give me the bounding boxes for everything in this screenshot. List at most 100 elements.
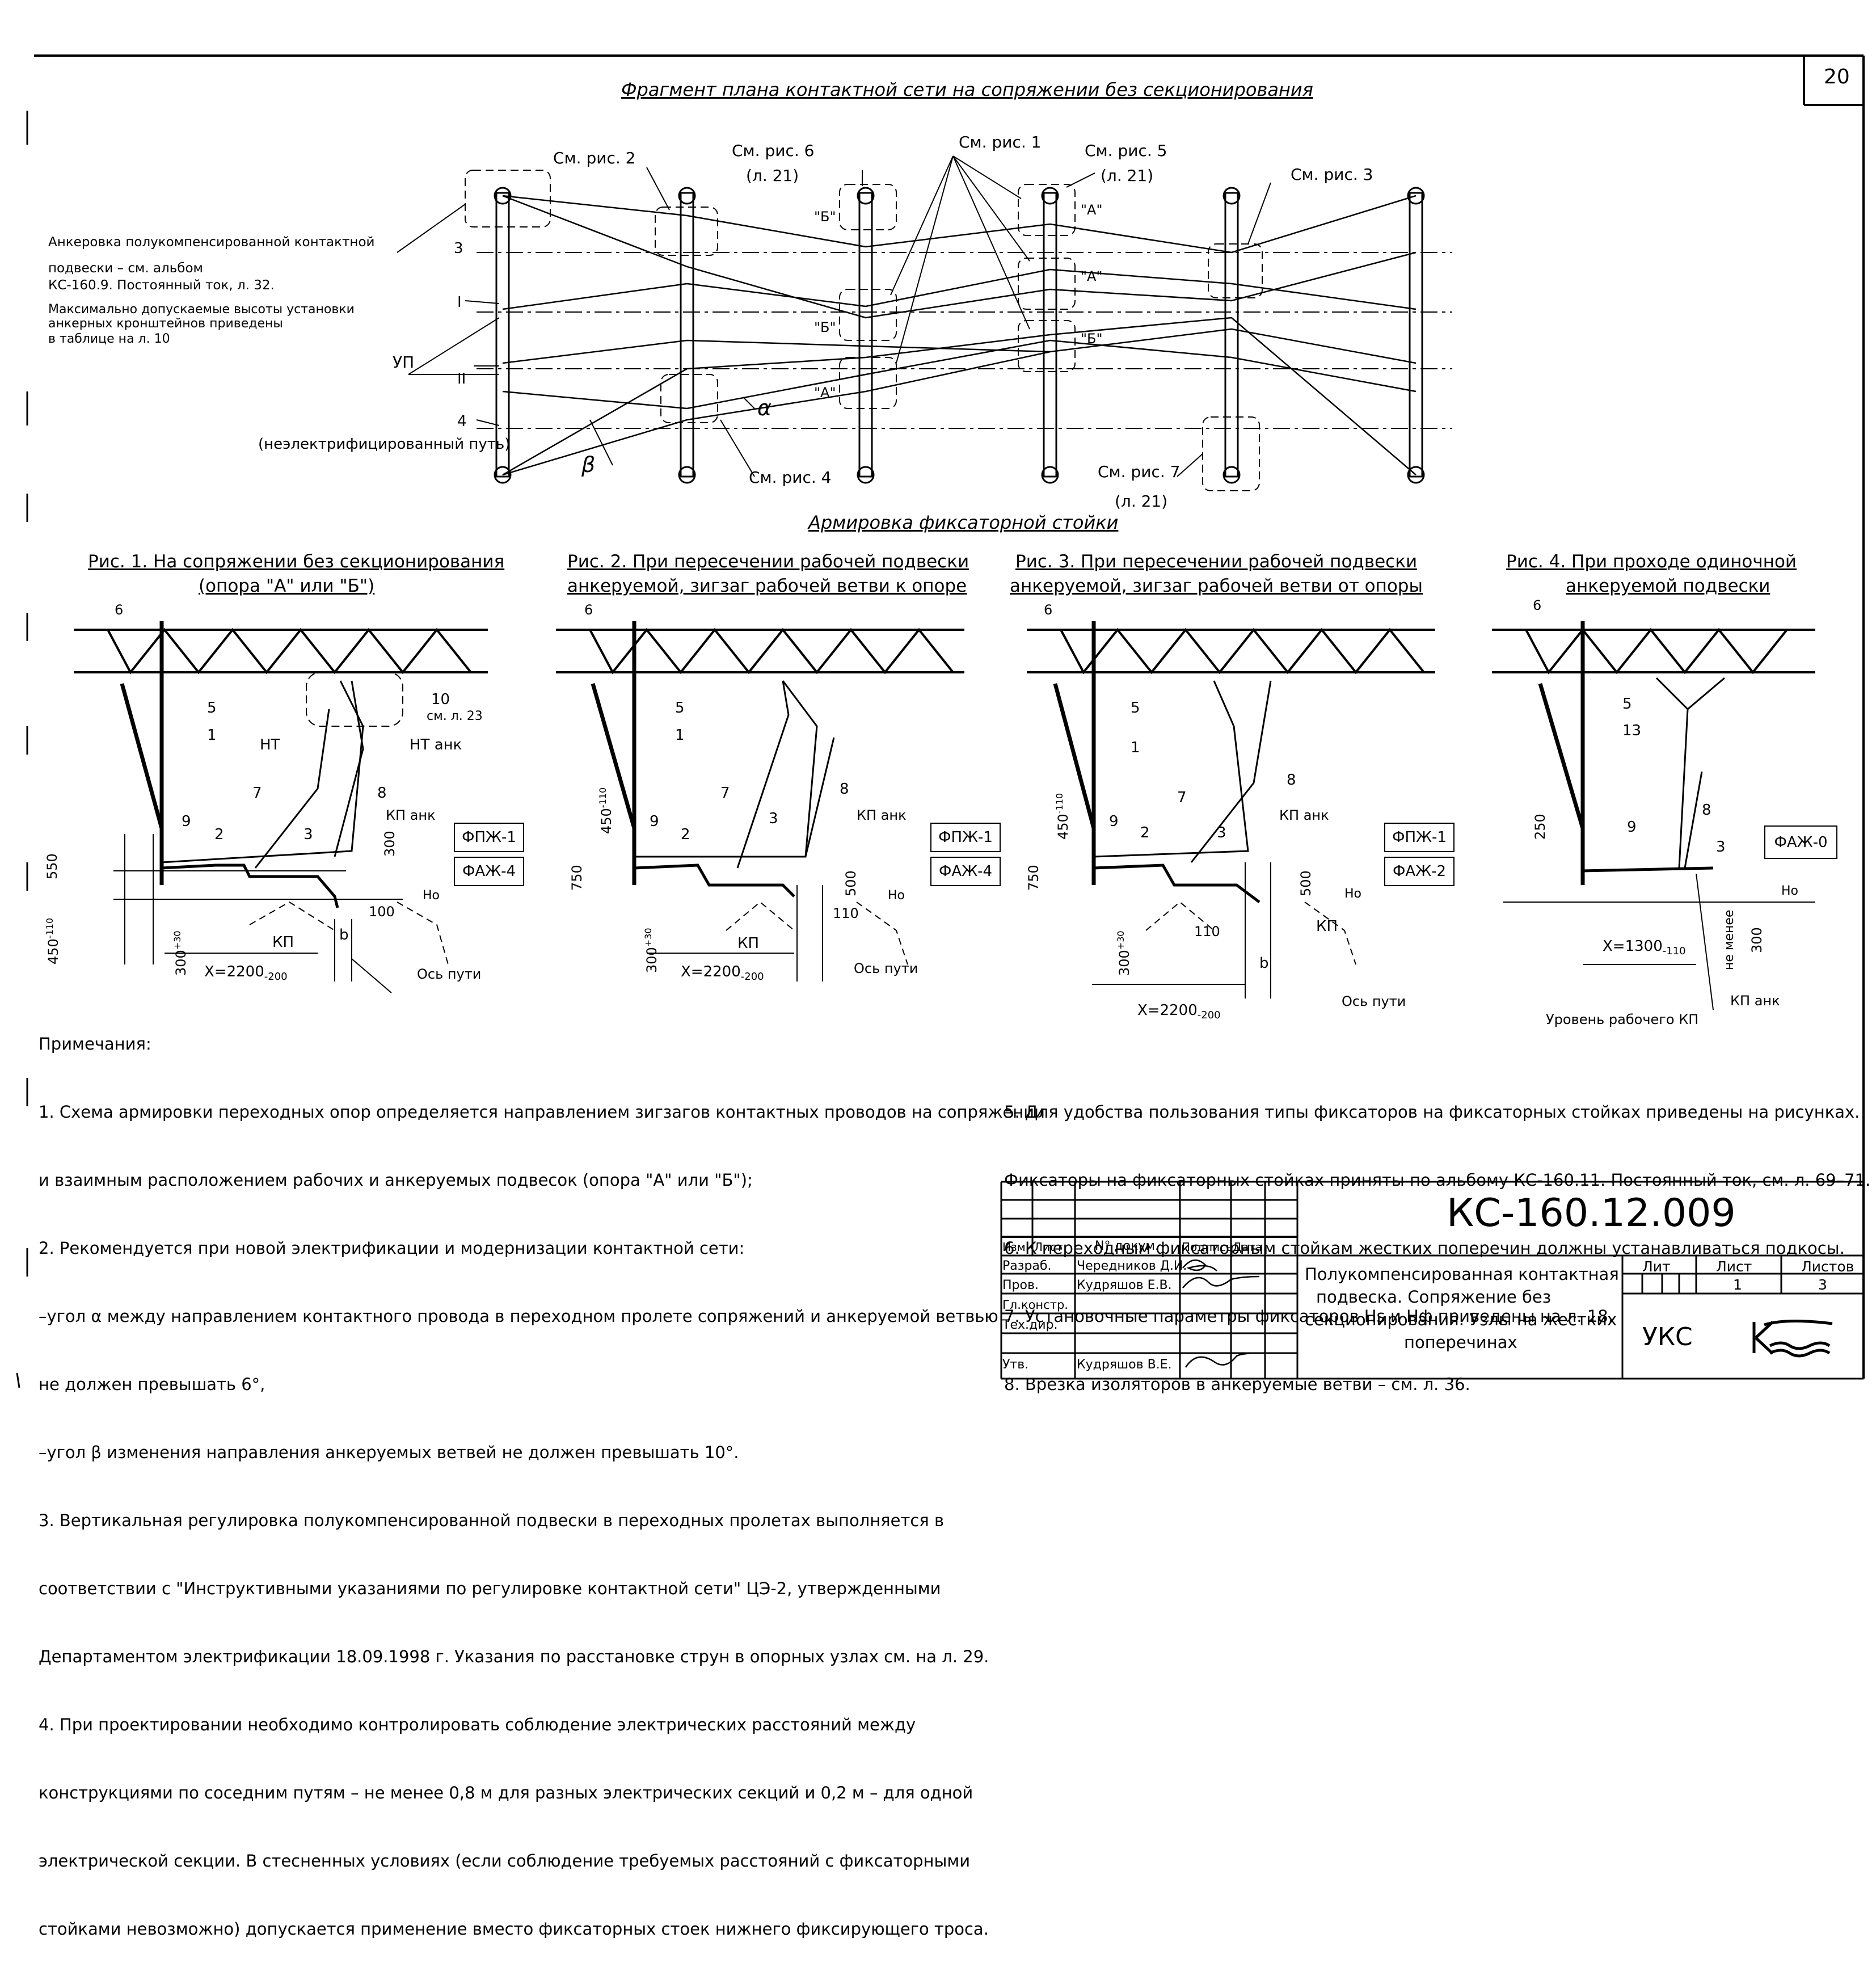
fig3-b: b <box>1259 955 1269 972</box>
hdr-izm: Изм. <box>1002 1240 1030 1254</box>
fig3-kp: КП <box>1316 918 1338 935</box>
note-line: электрической секции. В стесненных услов… <box>39 1851 971 1871</box>
see-fig-5-sheet: (л. 21) <box>1101 166 1154 185</box>
fig1-fixator-box-2: ФАЖ-4 <box>454 857 524 886</box>
note-line: 5. Для удобства пользования типы фиксато… <box>1004 1102 1860 1122</box>
drawing-frame <box>16 54 1865 1388</box>
fig3-n1: 1 <box>1131 739 1140 756</box>
fig4-kp-level: Уровень рабочего КП <box>1546 1012 1699 1027</box>
fig2-title-2: анкеруемой, зигзаг рабочей ветви к опоре <box>567 576 967 596</box>
fig2-kp-ank: КП анк <box>857 807 907 823</box>
fig2-n5: 5 <box>675 700 685 717</box>
fig3-h1: 750 <box>1026 865 1042 891</box>
fig3-n7: 7 <box>1177 789 1187 806</box>
fig1-n3: 3 <box>303 826 313 843</box>
fig1-h1: 550 <box>44 853 60 879</box>
company-logo <box>1752 1319 1833 1358</box>
fig1-ho: Hо <box>423 888 440 903</box>
fig1-b: b <box>339 926 349 943</box>
note-line: Фиксаторы на фиксаторных стойках приняты… <box>1004 1170 1871 1190</box>
fig3-title-1: Рис. 3. При пересечении рабочей подвески <box>1015 551 1418 572</box>
height-note-3: в таблице на л. 10 <box>48 332 170 346</box>
fig3-n2: 2 <box>1140 824 1150 841</box>
fig1-x-dim: X=2200-200 <box>204 963 288 983</box>
see-fig-1: См. рис. 1 <box>959 133 1042 151</box>
fig3-h2: 450-110 <box>1054 793 1071 840</box>
name-checker: Кудряшов Е.В. <box>1077 1278 1172 1292</box>
title-desc-3: секционирования. Узлы на жестких <box>1305 1310 1617 1329</box>
angle-alpha: α <box>757 395 772 420</box>
note-line: 2. Рекомендуется при новой электрификаци… <box>39 1239 745 1258</box>
sheet-number: 20 <box>1824 65 1850 89</box>
role-techdir: Тех.дир. <box>1002 1318 1058 1332</box>
title-desc-2: подвеска. Сопряжение без <box>1316 1287 1552 1307</box>
fig2-h1: 750 <box>569 865 585 891</box>
sheet-header: Лист <box>1716 1258 1752 1275</box>
fig4-kp-ank: КП анк <box>1730 993 1780 1009</box>
notes-right: 5. Для удобства пользования типы фиксато… <box>1004 1055 1870 1418</box>
fig3-n8: 8 <box>1287 772 1296 789</box>
fig2-x-dim: X=2200-200 <box>681 963 764 983</box>
fig3-n5: 5 <box>1131 700 1140 717</box>
fig2-n9: 9 <box>650 813 659 830</box>
fig2-kp: КП <box>737 935 760 952</box>
fig1-n6: 6 <box>115 602 124 618</box>
fig2-h2: 450-110 <box>597 787 614 834</box>
fig1-n1: 1 <box>207 727 217 744</box>
fig2-fixator-box-1: ФПЖ-1 <box>930 823 1001 852</box>
fig4-fixator-box: ФАЖ-0 <box>1764 825 1837 859</box>
fig3-d500: 500 <box>1298 870 1314 896</box>
hdr-date: Дата <box>1233 1240 1262 1254</box>
note-line: 1. Схема армировки переходных опор опред… <box>39 1102 1045 1122</box>
role-chief: Гл.констр. <box>1002 1298 1068 1312</box>
truss-fig-4 <box>1492 621 1815 1010</box>
fig1-n2: 2 <box>214 826 224 843</box>
pole-a-label-3: "А" <box>1081 268 1103 284</box>
fig3-axis: Ось пути <box>1342 993 1406 1009</box>
plan-title: Фрагмент плана контактной сети на сопряж… <box>621 79 1313 100</box>
name-approver: Кудряшов В.Е. <box>1077 1358 1172 1372</box>
fig2-n1: 1 <box>675 727 685 744</box>
fig3-kp-ank: КП анк <box>1279 807 1329 823</box>
truss-fig-1 <box>74 621 488 993</box>
fig4-min-value: 300 <box>1749 927 1765 953</box>
hdr-sign: Подпись <box>1182 1240 1233 1254</box>
role-approver: Утв. <box>1002 1358 1029 1372</box>
see-fig-7-sheet: (л. 21) <box>1115 492 1168 511</box>
see-fig-6-sheet: (л. 21) <box>746 166 799 185</box>
note-header: Примечания: <box>39 1034 151 1054</box>
fig2-d500: 500 <box>843 870 859 896</box>
note-line: 7. Установочные параметры фиксаторов Hs … <box>1004 1307 1613 1326</box>
fig1-d100: 100 <box>369 904 395 920</box>
note-line: 8. Врезка изоляторов в анкеруемые ветви … <box>1004 1375 1470 1394</box>
plan-diagram <box>397 155 1452 491</box>
fig2-d110: 110 <box>833 905 859 921</box>
fig1-ref10: 10 <box>431 691 450 708</box>
note-line: Департаментом электрификации 18.09.1998 … <box>39 1647 989 1666</box>
fig4-n6: 6 <box>1533 597 1542 613</box>
note-line: стойками невозможно) допускается примене… <box>39 1919 989 1939</box>
fig1-kp: КП <box>272 934 294 951</box>
fig4-n9: 9 <box>1627 819 1637 836</box>
fig4-h1: 250 <box>1532 814 1548 840</box>
armature-title: Армировка фиксаторной стойки <box>808 512 1119 533</box>
fig1-n5: 5 <box>207 700 217 717</box>
fig1-ref10-sheet: см. л. 23 <box>427 709 483 723</box>
sheets-header: Листов <box>1801 1258 1854 1275</box>
fig1-fixator-box-1: ФПЖ-1 <box>454 823 524 852</box>
pole-b-label-3: "Б" <box>1081 331 1103 347</box>
fig1-n8: 8 <box>377 785 387 802</box>
note-line: и взаимным расположением рабочих и анкер… <box>39 1170 753 1190</box>
fig3-n6: 6 <box>1044 602 1053 618</box>
note-line: 3. Вертикальная регулировка полукомпенси… <box>39 1511 945 1530</box>
fig3-n9: 9 <box>1109 813 1119 830</box>
fig2-axis: Ось пути <box>854 961 918 976</box>
track-1-label: I <box>457 294 462 311</box>
fig1-axis: Ось пути <box>417 966 482 982</box>
note-line: 6. К переходным фиксаторным стойкам жест… <box>1004 1239 1845 1258</box>
see-fig-2: См. рис. 2 <box>553 149 636 167</box>
note-line: не должен превышать 6°, <box>39 1375 265 1394</box>
anchor-note-3: КС-160.9. Постоянный ток, л. 32. <box>48 278 275 293</box>
fig1-kp-ank: КП анк <box>386 807 436 823</box>
fig3-d110: 110 <box>1194 924 1220 940</box>
